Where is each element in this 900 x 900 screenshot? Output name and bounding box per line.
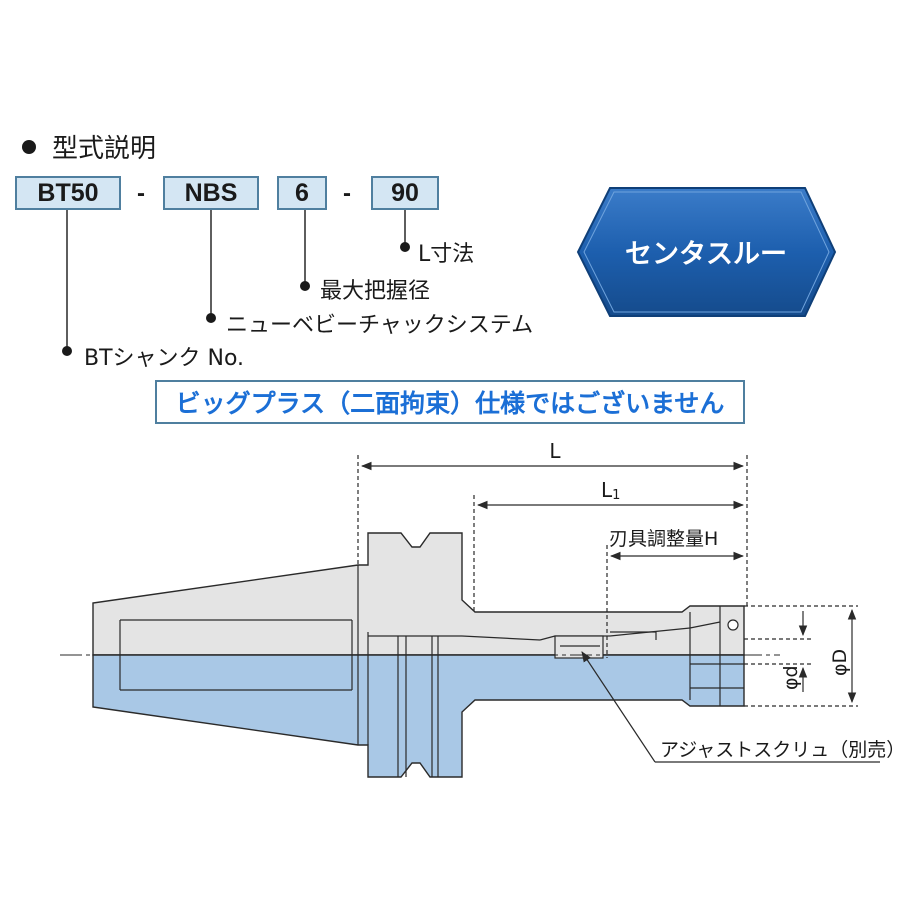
code-leaders	[66, 210, 406, 351]
leader-dots	[62, 242, 410, 356]
label-length: L寸法	[418, 242, 475, 267]
screw-leader	[581, 651, 656, 763]
dimension-d	[744, 611, 812, 692]
code-system: NBS	[163, 176, 259, 210]
label-shank: BTシャンク No.	[84, 346, 245, 371]
badge-text: センタスルー	[625, 239, 787, 270]
dimension-L1	[473, 495, 745, 612]
code-separator: -	[343, 180, 351, 207]
dimension-L1-sub: 1	[612, 488, 620, 503]
leader-dot-system	[206, 313, 216, 323]
bullet-icon	[22, 139, 36, 154]
dimension-L-label: L	[549, 439, 561, 463]
dimension-D	[744, 605, 858, 707]
holder-internal-lines	[119, 565, 744, 777]
code-diameter: 6	[277, 176, 327, 210]
dimension-H-label: 刃具調整量H	[609, 528, 718, 550]
center-through-badge: センタスルー	[576, 187, 837, 317]
dimension-L1-label: L1	[601, 478, 620, 503]
notice-box: ビッグプラス（二面拘束）仕様ではございません	[155, 380, 745, 424]
dimension-d-label: φd	[780, 665, 802, 690]
leader-dot-shank	[62, 346, 72, 356]
leader-dot-diameter	[300, 281, 310, 291]
code-shank: BT50	[15, 176, 121, 210]
label-system: ニューベビーチャックシステム	[226, 313, 534, 338]
dimension-L	[357, 455, 748, 606]
leader-dot-length	[400, 242, 410, 252]
dimension-L1-main: L	[601, 478, 613, 502]
screw-label: アジャストスクリュ（別売）	[660, 739, 900, 761]
dimension-H	[606, 545, 745, 658]
label-diameter: 最大把握径	[320, 279, 431, 304]
dimension-D-label: φD	[829, 649, 851, 676]
code-length: 90	[371, 176, 439, 210]
code-separator: -	[137, 180, 145, 207]
holder-upper-half	[92, 532, 745, 656]
holder-lower-half	[92, 654, 745, 778]
section-title-text: 型式説明	[52, 134, 157, 164]
section-title: 型式説明	[22, 128, 156, 165]
